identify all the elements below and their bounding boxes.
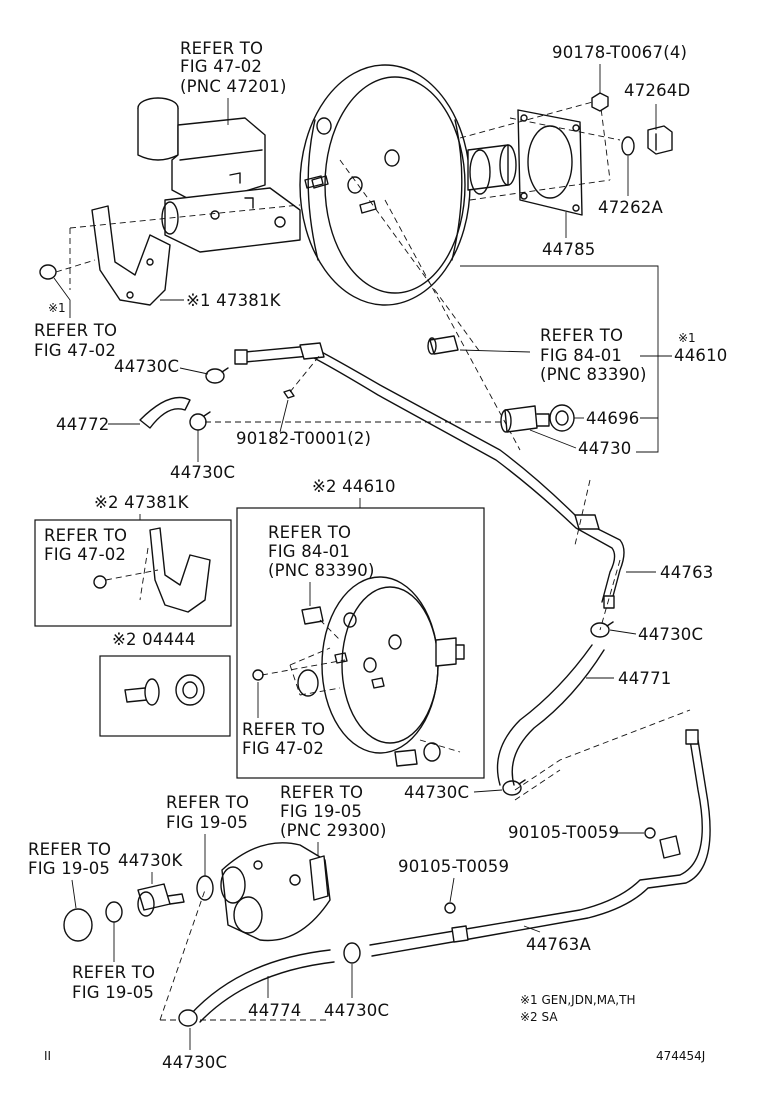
label-note1-a: ※1 xyxy=(48,301,66,315)
label-refer-47-02-left-1: REFER TO xyxy=(34,321,117,340)
label-refer-84-01-1: REFER TO xyxy=(540,326,623,345)
label-refer-19-05-b3: (PNC 29300) xyxy=(280,821,387,840)
clamp-44730c-e xyxy=(343,942,361,964)
switch-sa xyxy=(301,606,324,625)
label-90178: 90178-T0067(4) xyxy=(552,43,687,62)
label-44730c-b: 44730C xyxy=(170,463,235,482)
box-04444 xyxy=(99,655,231,737)
vacuum-hose-44763 xyxy=(234,342,625,609)
bracket-47381k-2 xyxy=(93,527,211,613)
label-44730c-d: 44730C xyxy=(404,783,469,802)
label-44730c-a: 44730C xyxy=(114,357,179,376)
label-refer-19-05-c2: FIG 19-05 xyxy=(28,859,110,878)
cap xyxy=(63,908,93,942)
box-44610-2 xyxy=(236,507,485,779)
label-44774: 44774 xyxy=(248,1001,302,1020)
label-box2-refer-4: REFER TO xyxy=(242,720,325,739)
label-refer-19-05-a1: REFER TO xyxy=(166,793,249,812)
label-44730k: 44730K xyxy=(118,851,183,870)
o-ring xyxy=(196,875,214,901)
label-44730c-e: 44730C xyxy=(324,1001,389,1020)
label-refer-19-05-a2: FIG 19-05 xyxy=(166,813,248,832)
label-refer-19-05-b1: REFER TO xyxy=(280,783,363,802)
label-90182: 90182-T0001(2) xyxy=(236,429,371,448)
label-refer-47-02-top-3: (PNC 47201) xyxy=(180,77,287,96)
clamp-44730c-b xyxy=(189,411,211,431)
label-box2-refer-1: REFER TO xyxy=(268,523,351,542)
brake-booster xyxy=(299,64,517,306)
label-90105-a: 90105-T0059 xyxy=(508,823,619,842)
vacuum-hose-44763a xyxy=(369,729,711,957)
clamp-44730c-a xyxy=(205,367,229,384)
clamp-44730c-d xyxy=(502,779,526,796)
label-90105-b: 90105-T0059 xyxy=(398,857,509,876)
bolt-90105-a xyxy=(644,827,656,839)
label-44730c-c: 44730C xyxy=(638,625,703,644)
label-box2-refer-3: (PNC 83390) xyxy=(268,561,375,580)
label-refer-84-01-3: (PNC 83390) xyxy=(540,365,647,384)
label-refer-19-05-d2: FIG 19-05 xyxy=(72,983,154,1002)
label-box2-refer-5: FIG 47-02 xyxy=(242,739,324,758)
label-44763: 44763 xyxy=(660,563,714,582)
clevis-47264d xyxy=(647,125,673,155)
brake-booster-sa xyxy=(321,576,465,754)
master-cylinder xyxy=(137,97,324,253)
check-valve-44730 xyxy=(500,405,550,433)
label-box1-refer-1: REFER TO xyxy=(44,526,127,545)
label-44771: 44771 xyxy=(618,669,672,688)
legend-note-2: ※2 SA xyxy=(520,1010,558,1024)
hose-44774 xyxy=(189,949,335,1023)
label-refer-47-02-left-2: FIG 47-02 xyxy=(34,341,116,360)
label-44730c-f: 44730C xyxy=(162,1053,227,1072)
vacuum-switch xyxy=(427,335,459,355)
fitting-90182 xyxy=(283,389,295,399)
hose-44771 xyxy=(496,644,605,786)
fitting-44730k xyxy=(137,883,185,917)
label-refer-19-05-b2: FIG 19-05 xyxy=(280,802,362,821)
label-47262a: 47262A xyxy=(598,198,663,217)
legend-note-1: ※1 GEN,JDN,MA,TH xyxy=(520,993,635,1007)
label-refer-47-02-top-2: FIG 47-02 xyxy=(180,57,262,76)
label-box2-refer-2: FIG 84-01 xyxy=(268,542,350,561)
box-47381k-2 xyxy=(34,519,232,627)
label-44785: 44785 xyxy=(542,240,596,259)
corner-mark: II xyxy=(44,1049,51,1063)
nut-90178 xyxy=(591,92,609,112)
label-47381k-1: ※1 47381K xyxy=(186,291,282,310)
bracket-47381k-1 xyxy=(39,205,171,306)
label-44730: 44730 xyxy=(578,439,632,458)
gasket-44785 xyxy=(517,109,583,216)
label-box1-refer-2: FIG 47-02 xyxy=(44,545,126,564)
label-47264d: 47264D xyxy=(624,81,690,100)
washer-47262a xyxy=(621,136,635,156)
label-refer-19-05-d1: REFER TO xyxy=(72,963,155,982)
label-refer-84-01-2: FIG 84-01 xyxy=(540,346,622,365)
label-44772: 44772 xyxy=(56,415,110,434)
label-44610-2: ※2 44610 xyxy=(312,477,396,496)
figure-id: 474454J xyxy=(656,1049,705,1063)
bolt-90105-b xyxy=(444,902,456,914)
vacuum-pump xyxy=(220,842,331,942)
clamp-44730c-c xyxy=(590,621,614,638)
label-44763a: 44763A xyxy=(526,935,591,954)
label-04444: ※2 04444 xyxy=(112,630,196,649)
hose-44772 xyxy=(139,396,191,429)
label-44696: 44696 xyxy=(586,409,640,428)
grommet-44696 xyxy=(549,404,575,432)
label-note1-b: ※1 xyxy=(678,331,696,345)
clamp-44730c-f xyxy=(178,1009,198,1027)
label-refer-19-05-c1: REFER TO xyxy=(28,840,111,859)
label-44610-1: 44610 xyxy=(674,346,728,365)
ring xyxy=(105,901,123,923)
valve-kit-04444 xyxy=(124,674,205,706)
label-47381k-2: ※2 47381K xyxy=(94,493,190,512)
label-refer-47-02-top-1: REFER TO xyxy=(180,39,263,58)
